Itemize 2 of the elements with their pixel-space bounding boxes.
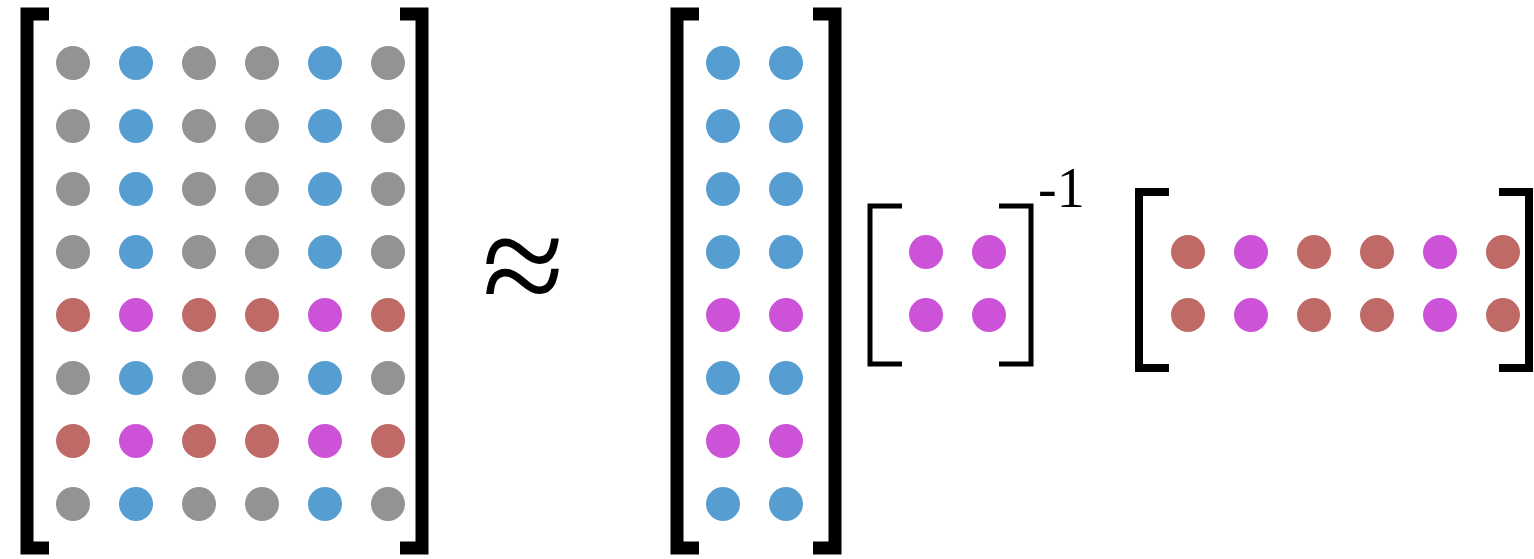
inverse-exponent: -1 (1038, 160, 1085, 216)
approximately-equal-sign: ≈ (482, 190, 565, 340)
